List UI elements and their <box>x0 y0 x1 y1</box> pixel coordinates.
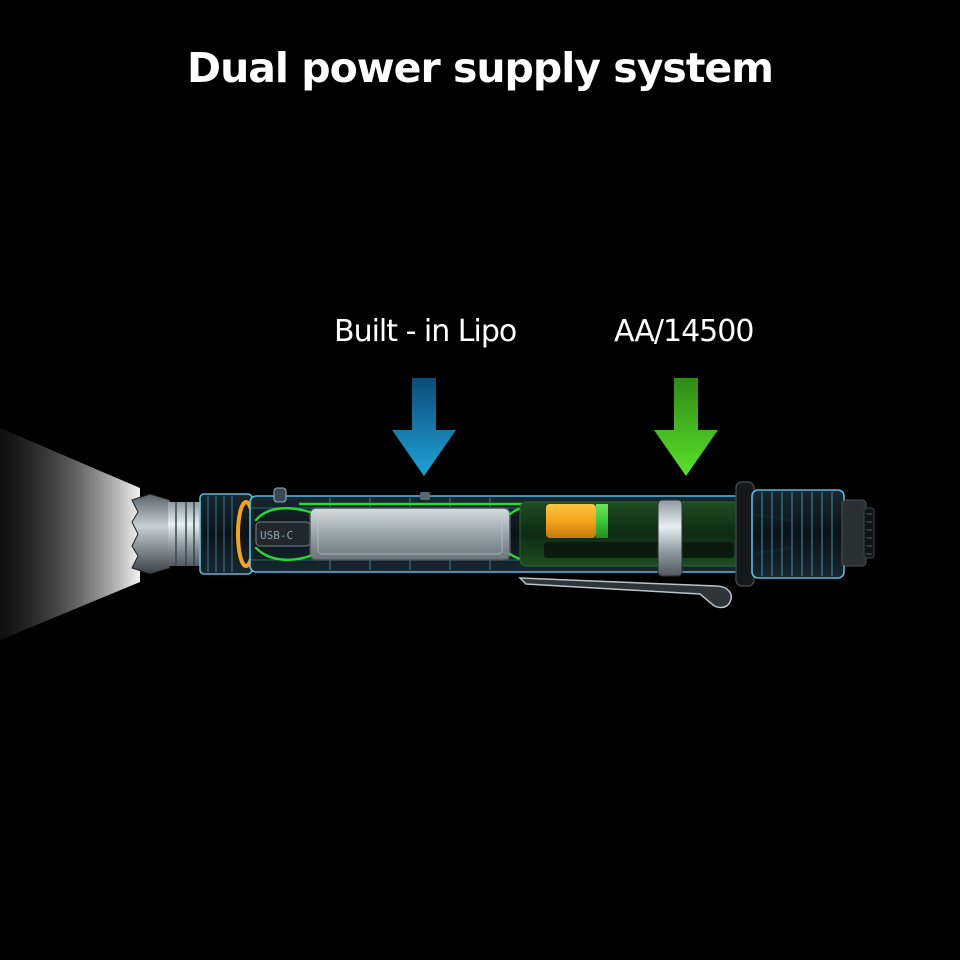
pocket-clip <box>518 577 732 609</box>
page-title: Dual power supply system <box>187 44 774 92</box>
builtin-lipo-label: Built - in Lipo <box>334 314 517 349</box>
light-beam <box>0 428 140 640</box>
usb-c-marking: USB-C <box>260 529 293 542</box>
arrow-down-icon <box>654 378 718 476</box>
flashlight-illustration: USB-C <box>0 378 875 640</box>
aa-14500-label: AA/14500 <box>614 314 754 349</box>
arrow-down-icon <box>392 378 456 476</box>
